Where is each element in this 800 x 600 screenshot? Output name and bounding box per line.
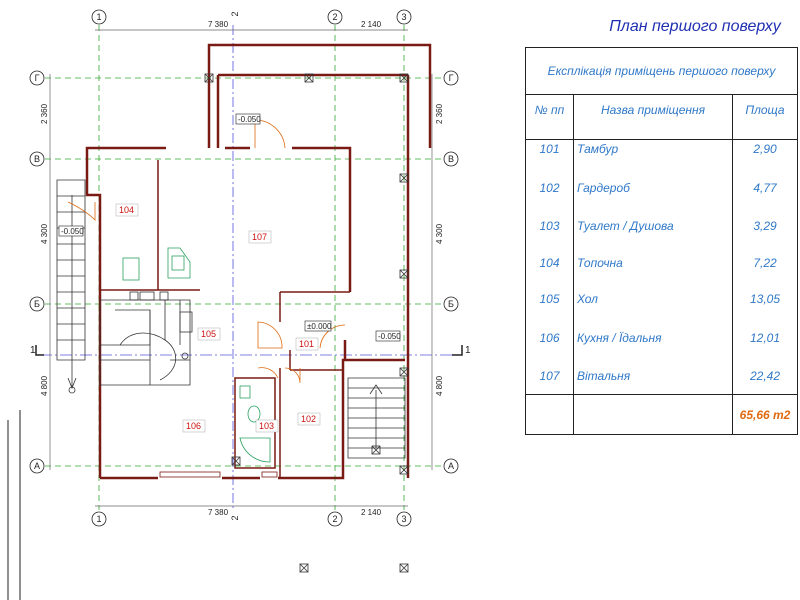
- dim-left-1: 2 360: [40, 103, 49, 124]
- row-number: 105: [539, 292, 560, 306]
- row-area: 4,77: [753, 181, 777, 195]
- row-name: Гардероб: [577, 181, 630, 195]
- window-bottom-2: [261, 471, 278, 478]
- right-stair: [347, 377, 406, 459]
- row-number: 107: [539, 369, 560, 383]
- svg-text:102: 102: [301, 414, 316, 424]
- explication-table: Експлікація приміщень першого поверху № …: [525, 47, 798, 435]
- svg-text:В: В: [448, 154, 454, 164]
- interior-walls: [100, 160, 350, 478]
- row-number: 102: [539, 181, 560, 195]
- section-mark-left: 1: [30, 345, 36, 356]
- svg-text:В: В: [34, 154, 40, 164]
- header-area: Площа: [745, 103, 785, 117]
- svg-text:-0.050: -0.050: [378, 332, 401, 341]
- svg-text:Б: Б: [34, 299, 40, 309]
- inner-stair: [99, 299, 191, 386]
- dim-right-3: 4 800: [435, 375, 444, 396]
- room-labels: 101 102 103 104 105 106 107: [115, 203, 321, 433]
- dim-top-right: 2 140: [361, 20, 382, 29]
- plan-title: План першого поверху: [609, 18, 781, 35]
- svg-text:-0.050: -0.050: [238, 115, 261, 124]
- axis-markers: 1 2 3 1 2 3 2 2 Г Г В В Б Б A A: [29, 9, 459, 527]
- walls: [85, 43, 432, 480]
- row-name: Туалет / Душова: [577, 219, 674, 233]
- row-name: Вітальня: [577, 369, 631, 383]
- svg-text:2: 2: [332, 514, 337, 524]
- dim-top-left: 7 380: [208, 20, 229, 29]
- doors: [67, 119, 346, 384]
- row-area: 3,29: [753, 219, 777, 233]
- dim-right-1: 2 360: [435, 103, 444, 124]
- dim-left-2: 4 300: [40, 223, 49, 244]
- row-area: 12,01: [749, 331, 781, 345]
- fixtures: [122, 247, 271, 466]
- svg-text:A: A: [34, 461, 40, 471]
- level-marks: -0.050 -0.050 ±0.000 -0.050: [58, 113, 401, 342]
- row-area: 22,42: [749, 369, 781, 383]
- row-area: 2,90: [753, 142, 777, 156]
- svg-text:103: 103: [259, 421, 274, 431]
- svg-text:106: 106: [186, 421, 201, 431]
- total-area: 65,66 m2: [739, 408, 791, 422]
- svg-text:2: 2: [332, 12, 337, 22]
- row-name: Топочна: [577, 256, 623, 270]
- row-number: 106: [539, 331, 560, 345]
- header-number: № пп: [534, 103, 565, 117]
- stair-end-marker: [68, 386, 76, 394]
- dimension-lines: [49, 29, 433, 507]
- row-number: 104: [539, 256, 560, 270]
- svg-text:Б: Б: [448, 299, 454, 309]
- grid-lines: [45, 25, 445, 510]
- row-name: Тамбур: [577, 142, 619, 156]
- svg-text:101: 101: [299, 339, 314, 349]
- svg-text:-0.050: -0.050: [61, 227, 84, 236]
- section-mark-right: 1: [465, 345, 471, 356]
- svg-text:104: 104: [119, 205, 134, 215]
- svg-text:105: 105: [201, 329, 216, 339]
- svg-text:3: 3: [401, 12, 406, 22]
- svg-text:3: 3: [401, 514, 406, 524]
- row-name: Кухня / Їдальня: [577, 331, 662, 345]
- svg-text:Г: Г: [449, 73, 454, 83]
- column-markers: [204, 73, 409, 573]
- dim-bottom-right: 2 140: [361, 508, 382, 517]
- row-name: Хол: [577, 292, 598, 306]
- left-stair: [56, 179, 86, 390]
- window-bottom: [159, 471, 221, 478]
- dim-bottom-left: 7 380: [208, 508, 229, 517]
- row-number: 101: [539, 142, 560, 156]
- inner-stair-marker: [181, 352, 189, 360]
- svg-text:1: 1: [96, 514, 101, 524]
- row-area: 7,22: [753, 256, 777, 270]
- row-number: 103: [539, 219, 560, 233]
- row-area: 13,05: [749, 292, 781, 306]
- svg-text:A: A: [448, 461, 454, 471]
- dim-left-3: 4 800: [40, 375, 49, 396]
- dim-right-2: 4 300: [435, 223, 444, 244]
- table-caption: Експлікація приміщень першого поверху: [547, 64, 776, 78]
- svg-text:1: 1: [96, 12, 101, 22]
- svg-text:Г: Г: [35, 73, 40, 83]
- svg-text:2: 2: [230, 11, 240, 16]
- svg-text:2: 2: [230, 515, 240, 520]
- svg-text:±0.000: ±0.000: [307, 322, 332, 331]
- header-room-name: Назва приміщення: [600, 103, 705, 117]
- svg-text:107: 107: [252, 232, 267, 242]
